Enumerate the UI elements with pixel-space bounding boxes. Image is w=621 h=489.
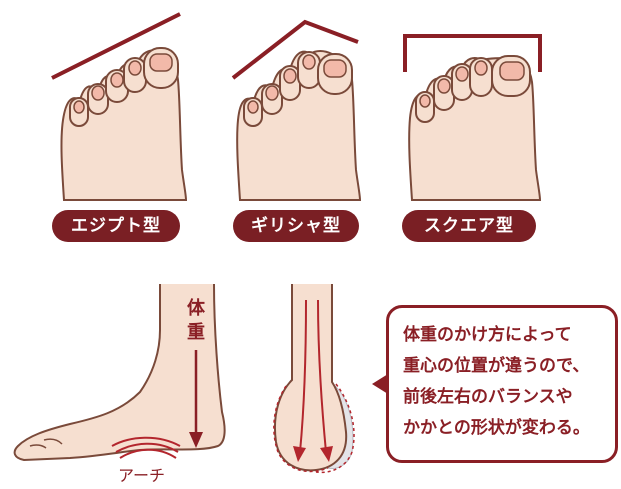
toenail (265, 85, 279, 101)
callout-line: 前後左右のバランスや (403, 387, 573, 407)
toenail (110, 72, 124, 88)
callout-line: かかとの形状が変わる。 (403, 418, 590, 438)
heel-alt-outline-dotted (273, 385, 329, 473)
toenail (73, 100, 85, 114)
weight-label-char-2: 重 (187, 322, 205, 343)
callout-pointer (372, 374, 388, 394)
weight-arrow-right-head (320, 446, 333, 462)
toenail (247, 100, 259, 114)
square-foot-illustration (403, 34, 542, 201)
explanation-callout: 体重のかけ方によって 重心の位置が違うので、 前後左右のバランスや かかとの形状… (386, 305, 618, 463)
callout-line: 重心の位置が違うので、 (403, 356, 590, 376)
big-toenail (323, 59, 347, 78)
pill-square: スクエア型 (402, 210, 536, 242)
toenail (128, 60, 142, 76)
toenail (437, 78, 451, 94)
big-toenail (149, 53, 173, 72)
weight-arrow-left-head (293, 446, 306, 462)
toenail (283, 68, 297, 84)
heel-outline (274, 284, 348, 472)
weight-label-char-1: 体 (187, 298, 205, 319)
toenail (455, 66, 469, 82)
weight-arrow-head (189, 432, 203, 448)
side-foot-outline (13, 283, 226, 462)
greek-toe-line (231, 19, 359, 80)
toe-crease (43, 438, 63, 445)
arch-label: アーチ (118, 466, 166, 485)
arch-curve (115, 442, 179, 453)
pill-egyptian: エジプト型 (52, 210, 180, 242)
callout-line: 体重のかけ方によって (403, 325, 572, 345)
toenail (302, 54, 316, 70)
big-toenail (499, 61, 525, 81)
heel-alt-outline-dotted (315, 383, 355, 474)
weight-arrow-left (299, 299, 307, 453)
arch-curve (119, 448, 177, 459)
square-toe-line (403, 34, 542, 72)
egyptian-toe-line (51, 12, 181, 80)
side-view-foot (13, 283, 226, 462)
toe-crease (29, 444, 47, 449)
pill-greek: ギリシャ型 (233, 210, 359, 242)
toenail (419, 94, 431, 108)
back-view-heel (273, 284, 355, 474)
toenail (91, 85, 105, 101)
toenail (474, 60, 488, 76)
greek-foot-illustration (231, 19, 362, 201)
egyptian-foot-illustration (51, 12, 188, 201)
weight-arrow-right (317, 299, 327, 453)
arch-curve (111, 436, 181, 447)
